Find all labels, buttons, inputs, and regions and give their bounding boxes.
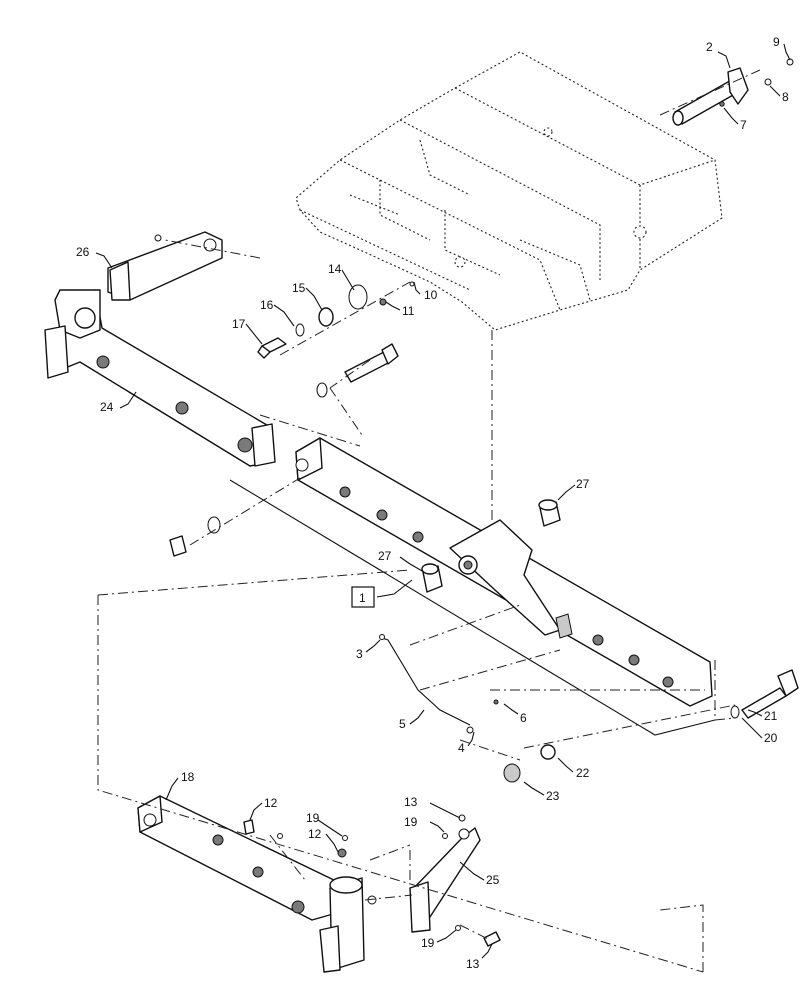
callout-10: 10: [424, 288, 438, 302]
callout-27-left: 27: [378, 549, 392, 563]
callout-11: 11: [402, 304, 415, 318]
callout-leaders: [95, 43, 791, 959]
callout-9: 9: [773, 35, 780, 49]
callout-12-upper: 12: [264, 796, 278, 810]
bolt-part-21: [503, 669, 799, 783]
reference-lines: [97, 69, 761, 973]
callout-20: 20: [764, 731, 778, 745]
callout-5: 5: [399, 717, 406, 731]
callout-22: 22: [576, 766, 590, 780]
callout-16: 16: [260, 298, 274, 312]
callout-8: 8: [782, 90, 789, 104]
callout-18: 18: [181, 770, 195, 784]
callout-13-upper: 13: [404, 795, 418, 809]
cable-parts-3-5: [379, 634, 499, 734]
pin-part-2: [672, 58, 794, 126]
callout-26: 26: [76, 245, 90, 259]
arm-part-24: [44, 289, 276, 467]
callout-17: 17: [232, 317, 246, 331]
callout-1: 1: [359, 591, 366, 605]
bracket-part-26: [107, 231, 223, 301]
callout-19-lower: 19: [421, 936, 435, 950]
callout-4: 4: [458, 741, 465, 755]
callout-12-lower: 12: [308, 827, 322, 841]
arm-part-18: [137, 795, 377, 973]
bushing-part-27: [421, 499, 561, 593]
callout-25: 25: [486, 873, 500, 887]
callout-27-right: 27: [576, 477, 590, 491]
small-hardware-12-19: [243, 819, 348, 858]
callout-24: 24: [100, 400, 114, 414]
beam-part-1: [295, 437, 713, 707]
callout-15: 15: [292, 281, 306, 295]
washer-stack-parts-14-17: [257, 281, 415, 359]
frame-reference: [295, 51, 723, 331]
callout-box-1: [351, 586, 375, 608]
callout-labels: 1 2 3 4 5 6 7 8 9 10 11 12 12 13 13 14 1…: [76, 35, 789, 971]
callout-7: 7: [740, 118, 747, 132]
callout-13-lower: 13: [466, 957, 480, 971]
callout-6: 6: [520, 711, 527, 725]
callout-23: 23: [546, 789, 560, 803]
callout-3: 3: [356, 647, 363, 661]
callout-19-right: 19: [404, 815, 418, 829]
callout-2: 2: [706, 40, 713, 54]
callout-14: 14: [328, 262, 342, 276]
bracket-part-25: [409, 814, 501, 947]
beam-left-hardware: [169, 343, 399, 557]
callout-21: 21: [764, 709, 778, 723]
callout-19-left: 19: [306, 811, 320, 825]
